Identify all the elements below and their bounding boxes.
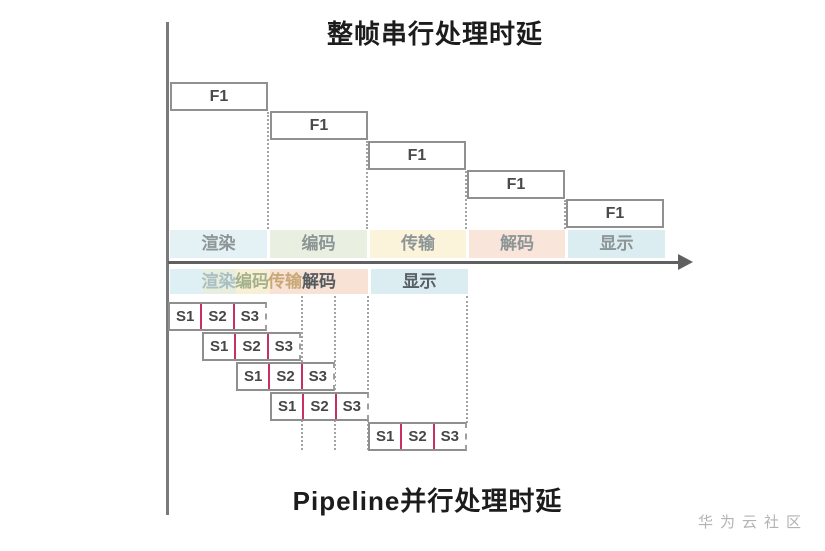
serial-stage-render: 渲染: [170, 230, 267, 258]
slice-cell: S2: [400, 424, 432, 449]
slice-cell: S3: [334, 394, 367, 419]
slice-row-display: S1 S2 S3: [368, 422, 467, 451]
serial-guide-line-1: [267, 112, 269, 229]
pipeline-stage-band-decode: [270, 269, 368, 294]
slice-cell: S1: [209, 338, 229, 355]
serial-stage-decode: 解码: [469, 230, 565, 258]
pipeline-guide-line-3: [367, 296, 369, 450]
frame-box-decode: F1: [467, 170, 565, 199]
frame-box-transmit: F1: [368, 141, 466, 170]
pipeline-guide-line-4: [466, 296, 468, 423]
slice-cell: S2: [268, 364, 300, 389]
slice-cell: S1: [175, 308, 195, 325]
axis-arrowhead-icon: [678, 254, 693, 270]
slice-cell: S2: [302, 394, 334, 419]
slice-cell: S3: [300, 364, 333, 389]
serial-section-title: 整帧串行处理时延: [326, 19, 543, 49]
serial-stage-transmit: 传输: [370, 230, 466, 258]
frame-box-encode: F1: [270, 111, 368, 140]
pipeline-guide-line-2: [334, 296, 336, 450]
slice-row-render: S1 S2 S3: [168, 302, 267, 331]
slice-cell: S2: [234, 334, 266, 359]
pipeline-section-title: Pipeline并行处理时延: [292, 486, 563, 516]
frame-box-display: F1: [566, 199, 664, 228]
pipeline-stage-label-transmit: 传输: [268, 272, 302, 291]
slice-cell: S1: [375, 428, 395, 445]
pipeline-stage-label-decode: 解码: [302, 272, 336, 291]
serial-stage-display: 显示: [568, 230, 665, 258]
slice-cell: S3: [232, 304, 265, 329]
serial-guide-line-4: [564, 200, 566, 229]
slice-row-decode: S1 S2 S3: [270, 392, 369, 421]
slice-cell: S2: [200, 304, 232, 329]
serial-guide-line-3: [465, 171, 467, 229]
time-vertical-axis: [166, 22, 169, 515]
slice-cell: S1: [243, 368, 263, 385]
slice-cell: S3: [432, 424, 465, 449]
slice-row-transmit: S1 S2 S3: [236, 362, 335, 391]
slice-cell: S3: [266, 334, 299, 359]
pipeline-stage-display: 显示: [371, 269, 468, 294]
slice-row-encode: S1 S2 S3: [202, 332, 301, 361]
watermark-text: 华为云社区: [698, 514, 809, 531]
pipeline-stage-label-encode: 编码: [235, 272, 269, 291]
frame-box-render: F1: [170, 82, 268, 111]
time-horizontal-axis: [168, 261, 680, 264]
serial-stage-encode: 编码: [270, 230, 367, 258]
serial-guide-line-2: [366, 141, 368, 229]
pipeline-stage-label-render: 渲染: [201, 272, 236, 291]
slice-cell: S1: [277, 398, 297, 415]
